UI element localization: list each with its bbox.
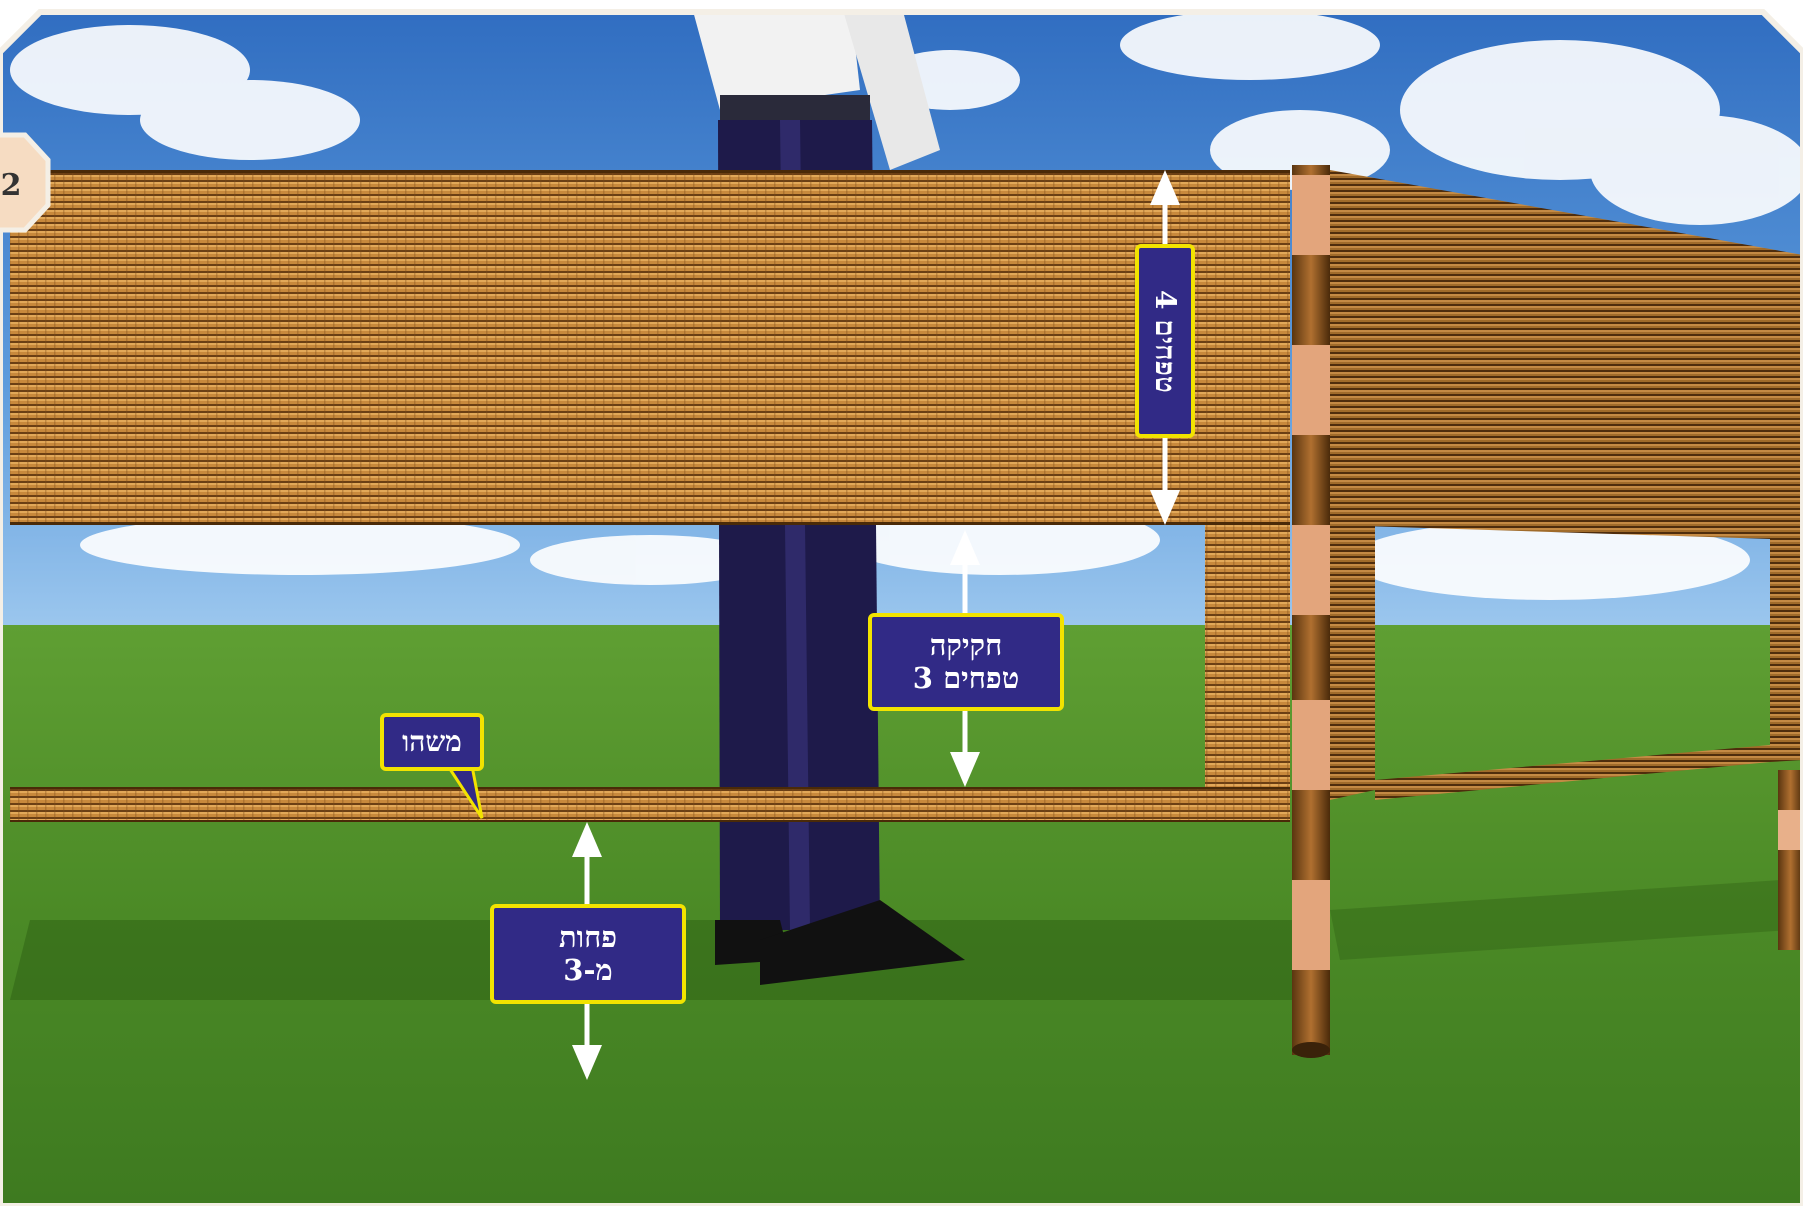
top-band-height-label: 4 טפחים <box>1135 244 1195 438</box>
page-number: 2 <box>0 168 22 203</box>
small-rod-text: משהו <box>402 726 462 758</box>
top-band-height-text: 4 טפחים <box>1149 290 1181 393</box>
ground-gap-line2: מ-3 <box>563 954 612 987</box>
top-reed-band <box>10 170 1290 525</box>
gap-height-label: חקיקה 3 טפחים <box>868 613 1064 711</box>
small-reed-rod <box>10 787 1290 822</box>
ground-gap-line1: פחות <box>559 921 617 954</box>
corner-reed-panel <box>1205 525 1290 790</box>
corner-pole <box>1292 165 1330 1058</box>
gap-label-line2: 3 טפחים <box>913 662 1019 695</box>
gap-label-line1: חקיקה <box>930 629 1003 662</box>
ground-gap-label: פחות מ-3 <box>490 904 686 1004</box>
small-rod-label: משהו <box>380 713 484 771</box>
